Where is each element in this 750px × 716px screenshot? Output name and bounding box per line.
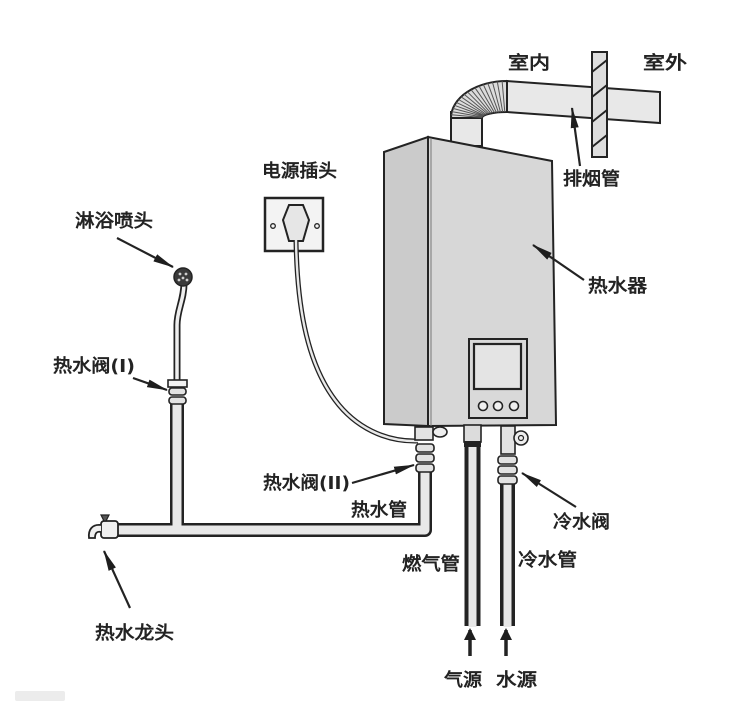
pipes-fill-layer (117, 399, 512, 627)
valve-1-ring (168, 396, 187, 405)
flue-pipe (449, 79, 661, 147)
shower-head-holes (177, 272, 189, 282)
hot-water-pipe-fill (117, 469, 430, 535)
control-button-1 (477, 400, 489, 412)
label-hot-water-valve-2: 热水阀(II) (263, 472, 350, 494)
hot-water-valve-2 (414, 426, 448, 473)
cold-valve-ring (497, 465, 518, 475)
shower (167, 267, 193, 405)
outlet-screw-left (270, 223, 276, 229)
valve-1-ring (168, 387, 187, 396)
cold-valve-ring (497, 455, 518, 465)
label-shower-head: 淋浴喷头 (75, 210, 153, 232)
hot-water-faucet (87, 514, 119, 539)
heater-control-panel (468, 338, 528, 419)
gas-connector (463, 424, 482, 447)
cold-valve-knob-center (517, 434, 525, 442)
label-hot-water-pipe: 热水管 (351, 499, 407, 521)
valve-2-lever (432, 426, 448, 438)
label-hot-water-faucet: 热水龙头 (95, 622, 174, 644)
callout-arrows (102, 107, 585, 656)
arrow-shower-head (116, 237, 174, 268)
arrow-cold-water-valve (521, 472, 577, 508)
label-power-plug: 电源插头 (262, 160, 337, 182)
valve-2-body (414, 426, 434, 441)
label-hot-water-valve-1: 热水阀(I) (53, 355, 135, 377)
arrow-flue-pipe (570, 107, 582, 167)
wall-section (591, 51, 608, 158)
water-heater (383, 135, 558, 428)
arrow-water-heater (532, 244, 585, 281)
label-outdoor: 室外 (643, 52, 687, 74)
label-cold-water-valve: 冷水阀 (553, 511, 610, 533)
faucet-body (100, 520, 119, 539)
valve-1-body (167, 379, 188, 388)
wall-hatch (591, 59, 608, 148)
cold-valve-ring (497, 475, 518, 485)
label-cold-water-pipe: 冷水管 (518, 549, 577, 571)
valve-2-ring (415, 453, 435, 463)
arrow-hot-water-faucet (102, 550, 132, 609)
flue-pipe-horizontal (506, 79, 661, 125)
label-gas-pipe: 燃气管 (402, 553, 460, 575)
shower-hose-core (175, 282, 186, 382)
arrow-hot-water-valve-2 (351, 463, 415, 485)
plug-icon (281, 204, 311, 242)
flue-bend-corrugation (451, 81, 506, 118)
power-cable (293, 239, 419, 444)
wall (591, 51, 608, 158)
label-flue-pipe: 排烟管 (563, 168, 620, 190)
label-gas-source: 气源 (443, 669, 482, 691)
heater-side-panel (383, 135, 429, 428)
label-indoor: 室内 (508, 52, 550, 74)
gas-fitting-band (464, 441, 481, 447)
label-water-source: 水源 (496, 669, 537, 691)
watermark (15, 691, 65, 701)
faucet-spout (87, 524, 102, 539)
faucet-handle (100, 514, 110, 522)
label-water-heater: 热水器 (588, 275, 648, 297)
outlet-screw-right (314, 223, 320, 229)
labels: 室内 室外 排烟管 电源插头 淋浴喷头 热水阀(I) 热水器 热水阀(II) 热… (53, 52, 687, 691)
valve-2-ring (415, 443, 435, 453)
control-button-2 (492, 400, 504, 412)
cold-valve-knob (513, 430, 529, 446)
cold-valve-body (500, 425, 516, 455)
power-cable-core (294, 239, 419, 443)
valve-2-ring (415, 463, 435, 473)
gas-fitting (463, 424, 482, 443)
control-button-3 (508, 400, 520, 412)
arrow-hot-water-valve-1 (132, 376, 168, 392)
display-screen (472, 342, 523, 391)
cold-water-valve (497, 425, 529, 485)
